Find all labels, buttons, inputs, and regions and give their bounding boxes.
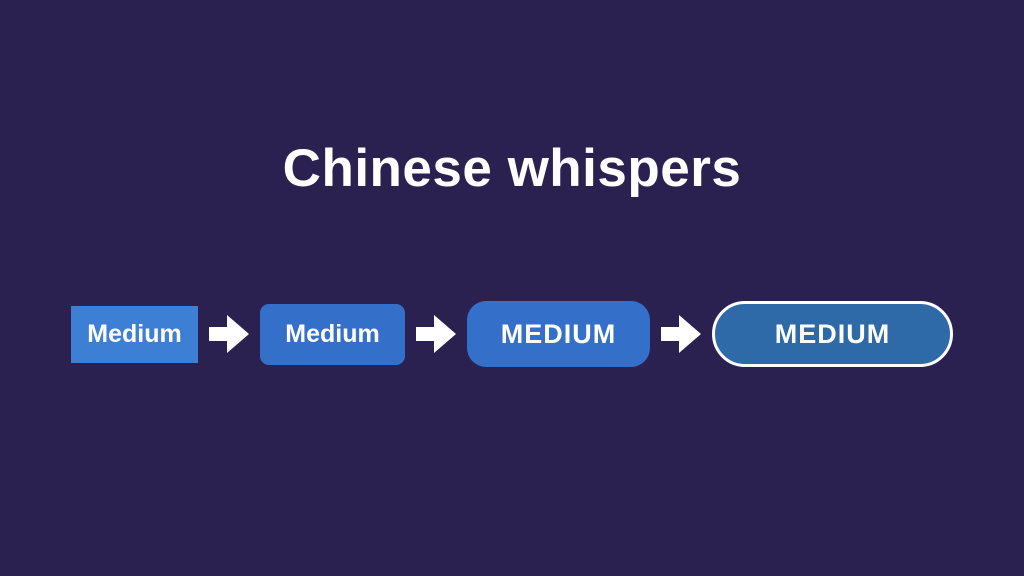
- arrow-right-icon: [416, 312, 456, 356]
- stage-label-2: Medium: [285, 319, 380, 348]
- stage-label-1: Medium: [87, 319, 182, 348]
- stage-box-2: Medium: [260, 303, 405, 365]
- stage-box-4: MEDIUM: [712, 301, 953, 367]
- flow-diagram: Medium Medium MEDIUM: [0, 301, 1024, 367]
- stage-label-3: MEDIUM: [500, 318, 617, 349]
- slide-title: Chinese whispers: [282, 139, 742, 198]
- stage-label-4: MEDIUM: [774, 318, 891, 349]
- arrow-right-icon: [209, 312, 249, 356]
- stage-box-1: Medium: [71, 305, 198, 363]
- stage-box-3: MEDIUM: [467, 301, 650, 367]
- arrow-right-icon: [661, 312, 701, 356]
